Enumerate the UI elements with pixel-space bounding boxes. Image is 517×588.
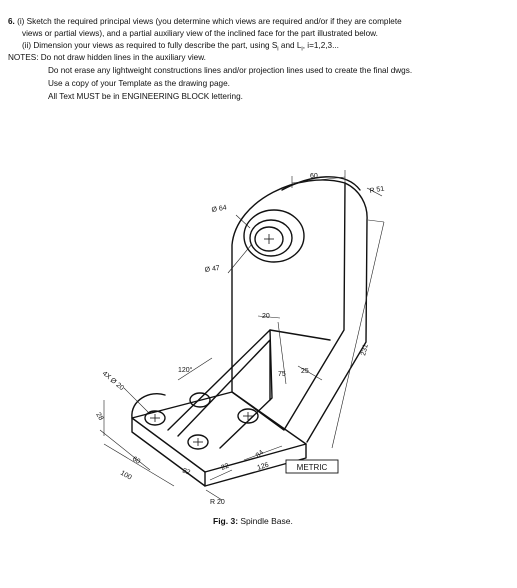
caption-label: Fig. 3:: [213, 516, 239, 526]
problem-text-3c: , i=1,2,3...: [302, 41, 339, 50]
dim-84: 84: [255, 449, 266, 459]
hole-3: [237, 408, 259, 424]
metric-label: METRIC: [297, 463, 328, 472]
problem-line-3: (ii) Dimension your views as required to…: [22, 41, 339, 55]
dim-60-top: 60: [310, 173, 318, 180]
base-plate-right: [204, 443, 307, 487]
notes-line-4: All Text MUST be in ENGINEERING BLOCK le…: [48, 92, 243, 101]
rib-face: [177, 339, 271, 437]
dim-231: 231: [360, 343, 370, 356]
notes-line-1: NOTES: Do not draw hidden lines in the a…: [8, 53, 206, 62]
dim-60-bottom: 60: [131, 456, 141, 466]
base-plate-top: [131, 391, 307, 473]
dim-dia64: Ø 64: [211, 204, 227, 214]
base-plate-rounded-corner: [131, 393, 166, 419]
base-plate-front: [131, 417, 206, 487]
metric-label-box: METRIC: [285, 459, 339, 474]
figure-caption: Fig. 3: Spindle Base.: [213, 516, 293, 526]
hub-outer-circle: [243, 209, 305, 263]
dim-25: 25: [301, 368, 309, 375]
hole-2: [187, 434, 209, 450]
dim-100: 100: [119, 470, 133, 482]
rib-edge: [269, 329, 331, 341]
problem-text-3a: (ii) Dimension your views as required to…: [22, 41, 278, 50]
problem-line-1: 6. (i) Sketch the required principal vie…: [8, 17, 402, 27]
dimension-lines: [99, 170, 385, 501]
hole-4: [189, 392, 211, 408]
dim-r20: R 20: [210, 499, 225, 506]
problem-text-3b: and L: [278, 41, 302, 50]
dim-dia47: Ø 47: [204, 265, 220, 274]
dim-22-a: 22: [181, 467, 191, 476]
dim-holes: 4X Ø 20: [101, 370, 125, 392]
dim-angle-120: 120°: [178, 366, 193, 374]
problem-line-2: views or partial views), and a partial a…: [22, 29, 378, 38]
subscript-s: i: [277, 46, 279, 53]
hole-1: [144, 410, 166, 426]
notes-line-2: Do not erase any lightweight constructio…: [48, 66, 413, 75]
upright-plate-side: [306, 182, 368, 443]
upright-plate-outline: [231, 179, 346, 431]
dim-28: 28: [94, 412, 104, 422]
hub-inner-circle: [249, 219, 293, 257]
problem-text-1: (i) Sketch the required principal views …: [14, 17, 402, 26]
caption-title: Spindle Base.: [238, 516, 293, 526]
problem-number: 6.: [8, 17, 15, 26]
dim-22-b: 22: [220, 463, 230, 472]
subscript-l: i: [301, 46, 303, 53]
hub-bore-circle: [254, 226, 284, 252]
upright-plate-arc-front: [281, 176, 361, 191]
dim-20: 20: [262, 313, 270, 320]
dim-r51: R 51: [369, 185, 385, 194]
notes-line-3: Use a copy of your Template as the drawi…: [48, 79, 230, 88]
dim-75: 75: [278, 371, 286, 378]
dim-126: 126: [256, 462, 269, 472]
hole-center-marks: [150, 234, 274, 446]
